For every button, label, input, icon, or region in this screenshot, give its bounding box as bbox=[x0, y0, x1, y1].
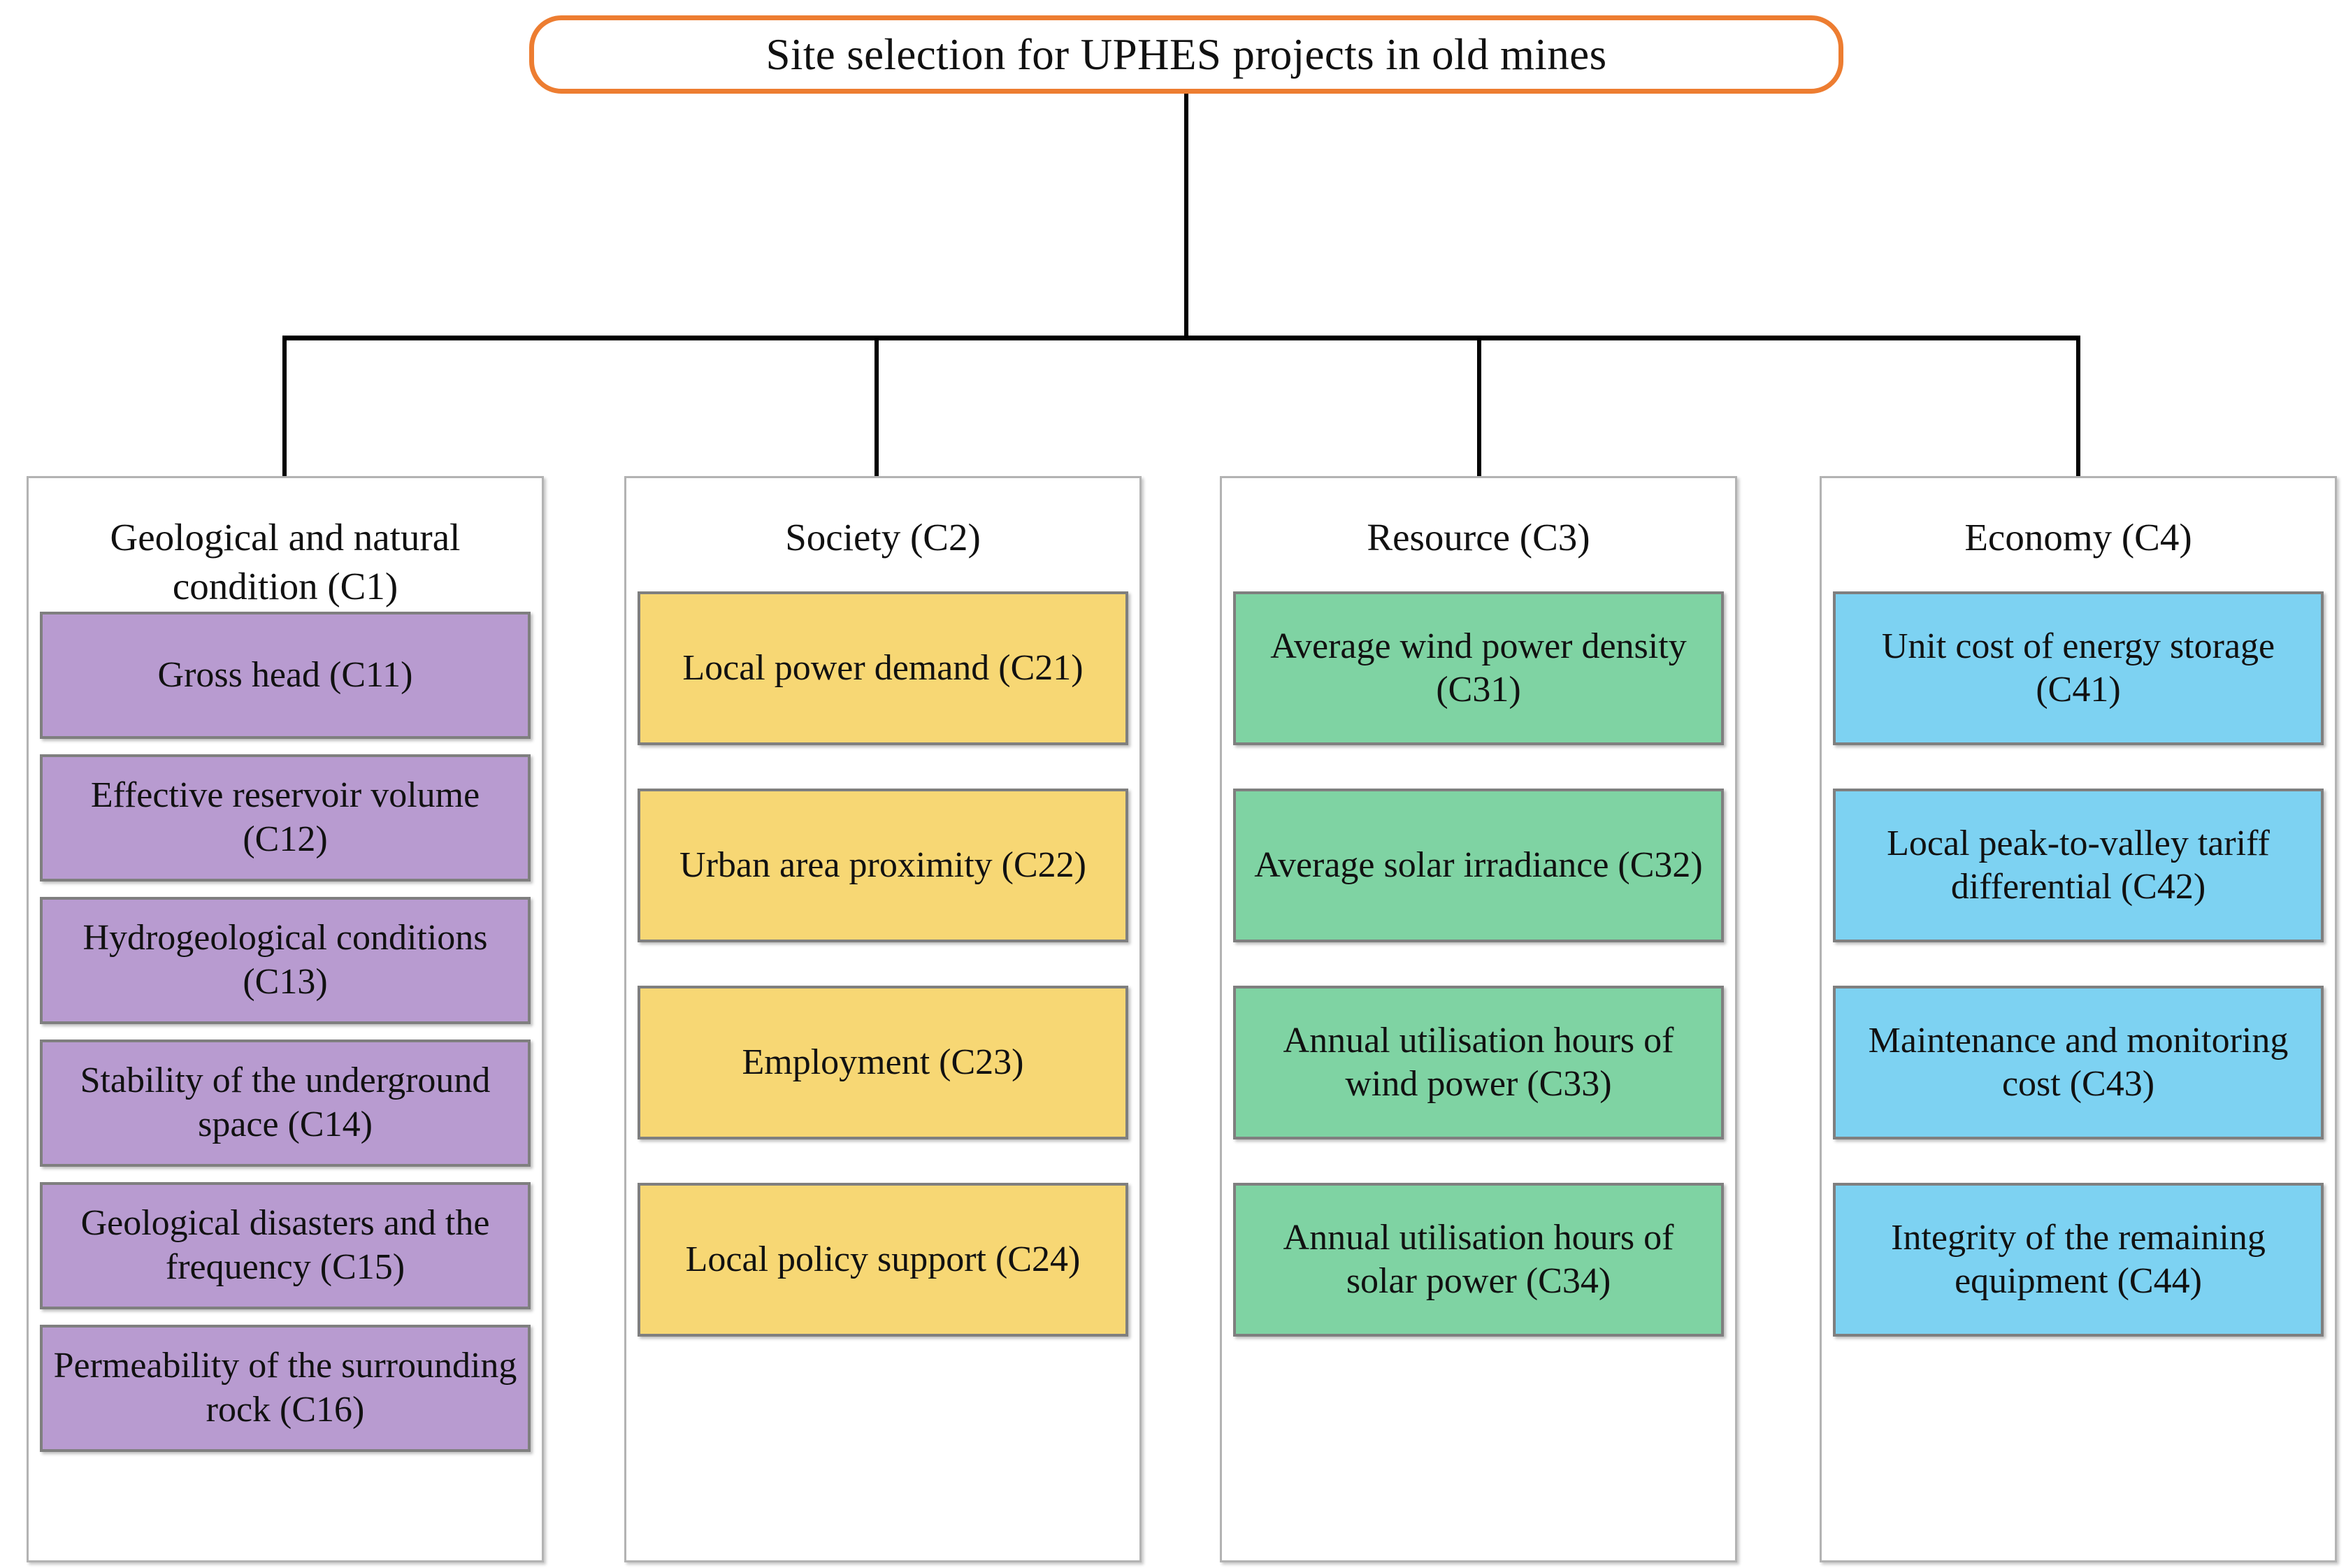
category-c2-criteria: Local power demand (C21) Urban area prox… bbox=[638, 591, 1128, 1560]
criterion-c44: Integrity of the remaining equipment (C4… bbox=[1833, 1183, 2324, 1337]
category-c4: Economy (C4) Unit cost of energy storage… bbox=[1820, 476, 2337, 1562]
criterion-c21: Local power demand (C21) bbox=[638, 591, 1128, 745]
criterion-c41: Unit cost of energy storage (C41) bbox=[1833, 591, 2324, 745]
category-c3-title: Resource (C3) bbox=[1367, 516, 1590, 559]
criterion-c33: Annual utilisation hours of wind power (… bbox=[1233, 986, 1724, 1139]
connector-drop-c2 bbox=[875, 340, 879, 477]
criterion-c23: Employment (C23) bbox=[638, 986, 1128, 1139]
category-c1: Geological and natural condition (C1) Gr… bbox=[27, 476, 544, 1562]
connector-horizontal-bus bbox=[282, 336, 2080, 340]
criterion-c42: Local peak-to-valley tariff differential… bbox=[1833, 789, 2324, 942]
connector-root-stem bbox=[1184, 94, 1188, 340]
criterion-c11: Gross head (C11) bbox=[40, 611, 531, 739]
category-columns: Geological and natural condition (C1) Gr… bbox=[0, 476, 2346, 1567]
criterion-c32: Average solar irradiance (C32) bbox=[1233, 789, 1724, 942]
category-c1-criteria: Gross head (C11) Effective reservoir vol… bbox=[40, 611, 531, 1560]
category-c4-criteria: Unit cost of energy storage (C41) Local … bbox=[1833, 591, 2324, 1560]
criterion-c34: Annual utilisation hours of solar power … bbox=[1233, 1183, 1724, 1337]
connector-drop-c1 bbox=[282, 340, 287, 477]
category-c2: Society (C2) Local power demand (C21) Ur… bbox=[624, 476, 1142, 1562]
criterion-c31: Average wind power density (C31) bbox=[1233, 591, 1724, 745]
category-c2-title: Society (C2) bbox=[785, 516, 981, 559]
criterion-c14: Stability of the underground space (C14) bbox=[40, 1039, 531, 1167]
criterion-c43: Maintenance and monitoring cost (C43) bbox=[1833, 986, 2324, 1139]
criterion-c16: Permeability of the surrounding rock (C1… bbox=[40, 1324, 531, 1452]
root-node: Site selection for UPHES projects in old… bbox=[529, 15, 1843, 94]
category-c3: Resource (C3) Average wind power density… bbox=[1220, 476, 1737, 1562]
connector-drop-c3 bbox=[1477, 340, 1481, 477]
criterion-c12: Effective reservoir volume (C12) bbox=[40, 754, 531, 882]
category-c3-criteria: Average wind power density (C31) Average… bbox=[1233, 591, 1724, 1560]
root-node-label: Site selection for UPHES projects in old… bbox=[765, 29, 1607, 79]
criterion-c22: Urban area proximity (C22) bbox=[638, 789, 1128, 942]
category-c1-title: Geological and natural condition (C1) bbox=[110, 516, 461, 608]
criterion-c13: Hydrogeological conditions (C13) bbox=[40, 896, 531, 1024]
category-c4-title: Economy (C4) bbox=[1964, 516, 2192, 559]
criterion-c24: Local policy support (C24) bbox=[638, 1183, 1128, 1337]
criterion-c15: Geological disasters and the frequency (… bbox=[40, 1181, 531, 1309]
connector-drop-c4 bbox=[2076, 340, 2080, 477]
